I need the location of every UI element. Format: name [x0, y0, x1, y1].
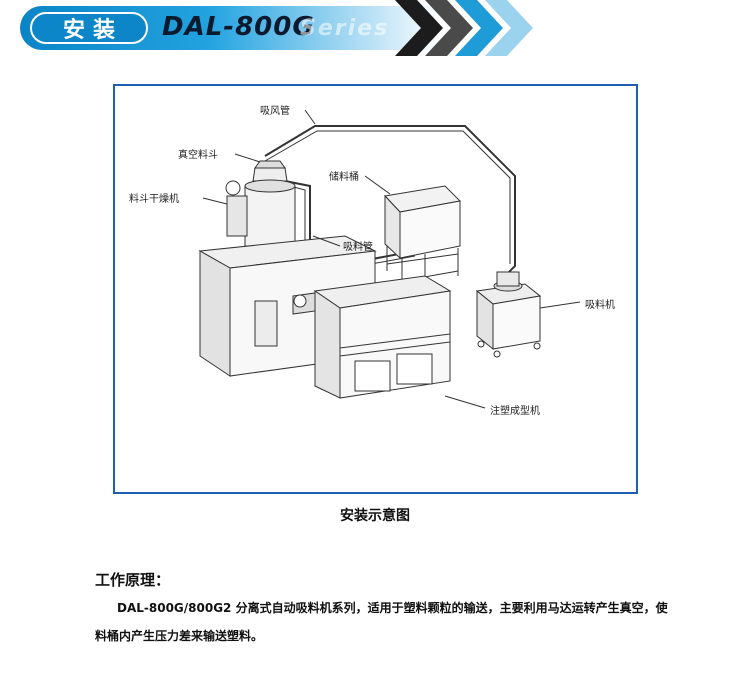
label-material-pipe: 吸料管: [343, 242, 373, 253]
principle-text: DAL-800G/800G2 分离式自动吸料机系列，适用于塑料颗粒的输送，主要利…: [95, 601, 668, 643]
diagram-caption: 安装示意图: [340, 508, 410, 524]
principle-paragraph: DAL-800G/800G2 分离式自动吸料机系列，适用于塑料颗粒的输送，主要利…: [95, 594, 675, 650]
label-autoloader: 吸料机: [585, 300, 615, 311]
label-storage-bin: 储料桶: [329, 172, 359, 183]
label-vacuum-hopper: 真空料斗: [178, 150, 218, 161]
section-title: 安装: [62, 18, 123, 43]
series-label: Series: [300, 16, 390, 41]
diagram-drawing: [198, 109, 581, 409]
label-hopper-dryer: 料斗干燥机: [129, 194, 179, 205]
installation-diagram: 吸风管 真空料斗 料斗干燥机 储料桶 吸料管 吸料机 注塑成型机: [113, 84, 638, 494]
section-pill: 安装: [30, 12, 148, 44]
model-name: DAL-800G: [162, 12, 315, 42]
header-banner: 安装 DAL-800G Series: [0, 0, 750, 56]
chevron-arrows-icon: [395, 0, 533, 56]
principle-title: 工作原理：: [95, 571, 171, 589]
label-air-suction-pipe: 吸风管: [260, 106, 290, 117]
label-injection-machine: 注塑成型机: [490, 406, 540, 417]
